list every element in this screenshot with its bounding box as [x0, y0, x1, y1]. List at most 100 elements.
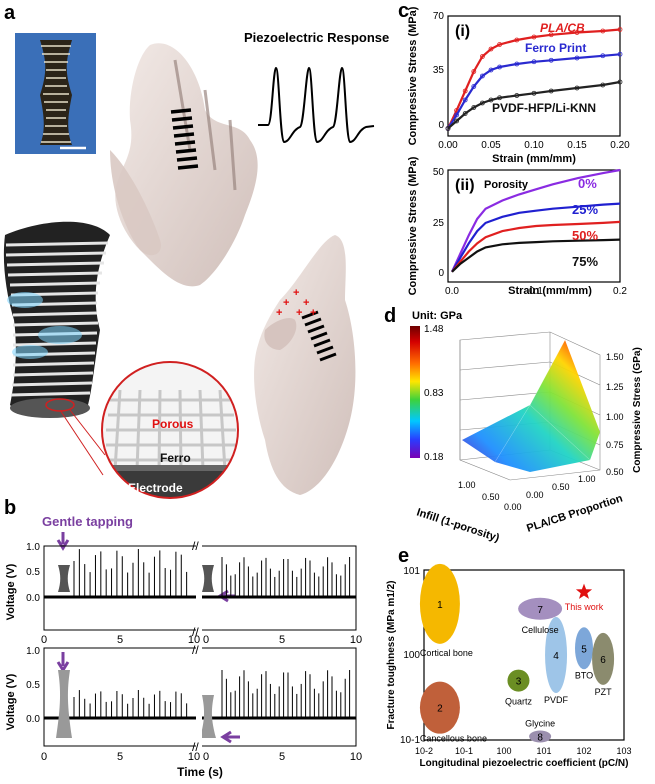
- x-tick: 103: [616, 746, 631, 756]
- region-id: 6: [600, 655, 606, 666]
- data-point: [574, 30, 580, 35]
- y-tick: 0.0: [26, 593, 40, 604]
- data-point: [531, 59, 537, 65]
- data-point: [462, 111, 468, 116]
- x-tick: 5: [117, 634, 123, 646]
- series-label-0pct: 0%: [578, 176, 597, 191]
- data-point: [488, 97, 494, 103]
- x-tick: 1.00: [458, 480, 476, 490]
- y-tick: 0.5: [26, 680, 40, 691]
- axis-break-mark: //: [192, 740, 199, 754]
- y-tick: 0.5: [26, 567, 40, 578]
- series-line-2: [451, 220, 621, 273]
- svg-text:+: +: [296, 307, 302, 319]
- data-point: [497, 42, 502, 47]
- x-tick: 102: [576, 746, 591, 756]
- x-tick: 101: [536, 746, 551, 756]
- y-tick: 25: [433, 218, 445, 229]
- axis-break-mark: //: [192, 625, 199, 639]
- y-tick: 1.00: [578, 474, 596, 484]
- data-point: [514, 37, 520, 43]
- sample-3d-model: [3, 221, 110, 476]
- x-tick: 0: [41, 634, 47, 646]
- this-work-star-icon: [575, 583, 593, 599]
- data-point: [548, 32, 554, 38]
- x-tick: 0.10: [524, 140, 544, 151]
- inset-label-electrode: Electrode: [128, 481, 183, 495]
- data-point: [471, 84, 477, 89]
- tap-arrow-icon: [56, 652, 70, 673]
- data-point: [617, 79, 623, 85]
- data-point: [454, 118, 459, 124]
- data-point: [617, 51, 623, 57]
- x-tick: 0.50: [482, 492, 500, 502]
- hand-illustration-upper: [110, 43, 258, 287]
- material-region-7: [518, 597, 563, 620]
- y-axis-label: Compressive Stress (MPa): [407, 6, 419, 145]
- material-label: BTO: [575, 670, 593, 680]
- data-point: [574, 55, 580, 61]
- svg-text:+: +: [293, 287, 299, 299]
- hand-illustration-lower: + + + + + +: [254, 235, 356, 495]
- material-label: PVDF: [544, 695, 569, 705]
- y-tick: 100: [403, 650, 420, 661]
- y-tick: 101: [403, 566, 420, 577]
- structure-inset: Porous Ferro Electrode: [101, 361, 239, 499]
- series-line-3: [451, 238, 621, 273]
- material-region-5: [575, 627, 593, 670]
- z-tick: 0.50: [606, 467, 624, 477]
- data-point: [497, 95, 502, 101]
- region-id: 5: [581, 644, 587, 655]
- sample-icon: [56, 670, 72, 738]
- y-tick: 0.0: [26, 714, 40, 725]
- y-tick: 0: [438, 268, 444, 279]
- material-region-1: [419, 563, 460, 644]
- y-axis-label: Voltage (V): [5, 563, 17, 620]
- x-tick: 0.00: [504, 502, 522, 512]
- x-tick: 0: [203, 634, 209, 646]
- x-tick: 0.2: [613, 286, 627, 297]
- data-point: [462, 88, 468, 94]
- material-region-8: [529, 730, 552, 743]
- series-line-1: [451, 202, 621, 273]
- region-id: 4: [553, 651, 559, 662]
- series-line-0: [451, 168, 621, 273]
- panel-label-b: b: [4, 497, 17, 519]
- panel-label-c: c: [398, 0, 410, 22]
- y-tick: 0: [438, 120, 444, 131]
- tap-arrow-icon: [220, 730, 240, 744]
- z-tick: 0.75: [606, 440, 624, 450]
- y-axis-label: Fracture toughness (MPa m1/2): [386, 581, 397, 730]
- series-label-pvdf: PVDF-HFP/Li-KNN: [492, 101, 596, 115]
- region-id: 3: [516, 677, 522, 688]
- data-point: [488, 46, 494, 52]
- x-tick: 0.1: [529, 286, 543, 297]
- data-point: [471, 105, 477, 110]
- x-axis-label: Strain (mm/mm): [508, 285, 592, 297]
- data-point: [600, 28, 606, 34]
- material-label: Quartz: [505, 697, 533, 707]
- x-tick: 10: [188, 634, 200, 646]
- gentle-tapping-label: Gentle tapping: [42, 514, 133, 529]
- inset-label-ferro: Ferro: [160, 451, 191, 465]
- series-label-ferro-print: Ferro Print: [525, 41, 586, 55]
- axis-break-mark: //: [192, 539, 199, 553]
- panel-label-a: a: [4, 2, 16, 24]
- data-point: [514, 93, 520, 98]
- region-id: 2: [437, 704, 443, 715]
- panel-label-d: d: [384, 305, 397, 327]
- voltage-trace-bottom: [44, 670, 356, 720]
- y-tick: 35: [433, 65, 445, 76]
- data-point: [617, 27, 623, 32]
- region-id: 7: [537, 605, 543, 616]
- region-id: 8: [537, 732, 543, 743]
- y-tick: 50: [433, 167, 445, 178]
- y-tick: 0.50: [552, 482, 570, 492]
- legend-title-porosity: Porosity: [484, 179, 529, 191]
- series-line-2: [447, 80, 621, 130]
- data-point: [454, 112, 459, 118]
- axis-break-mark: //: [192, 643, 199, 657]
- tap-arrow-icon: [56, 532, 70, 551]
- x-tick: 0.00: [438, 140, 458, 151]
- material-label: PZT: [595, 687, 613, 697]
